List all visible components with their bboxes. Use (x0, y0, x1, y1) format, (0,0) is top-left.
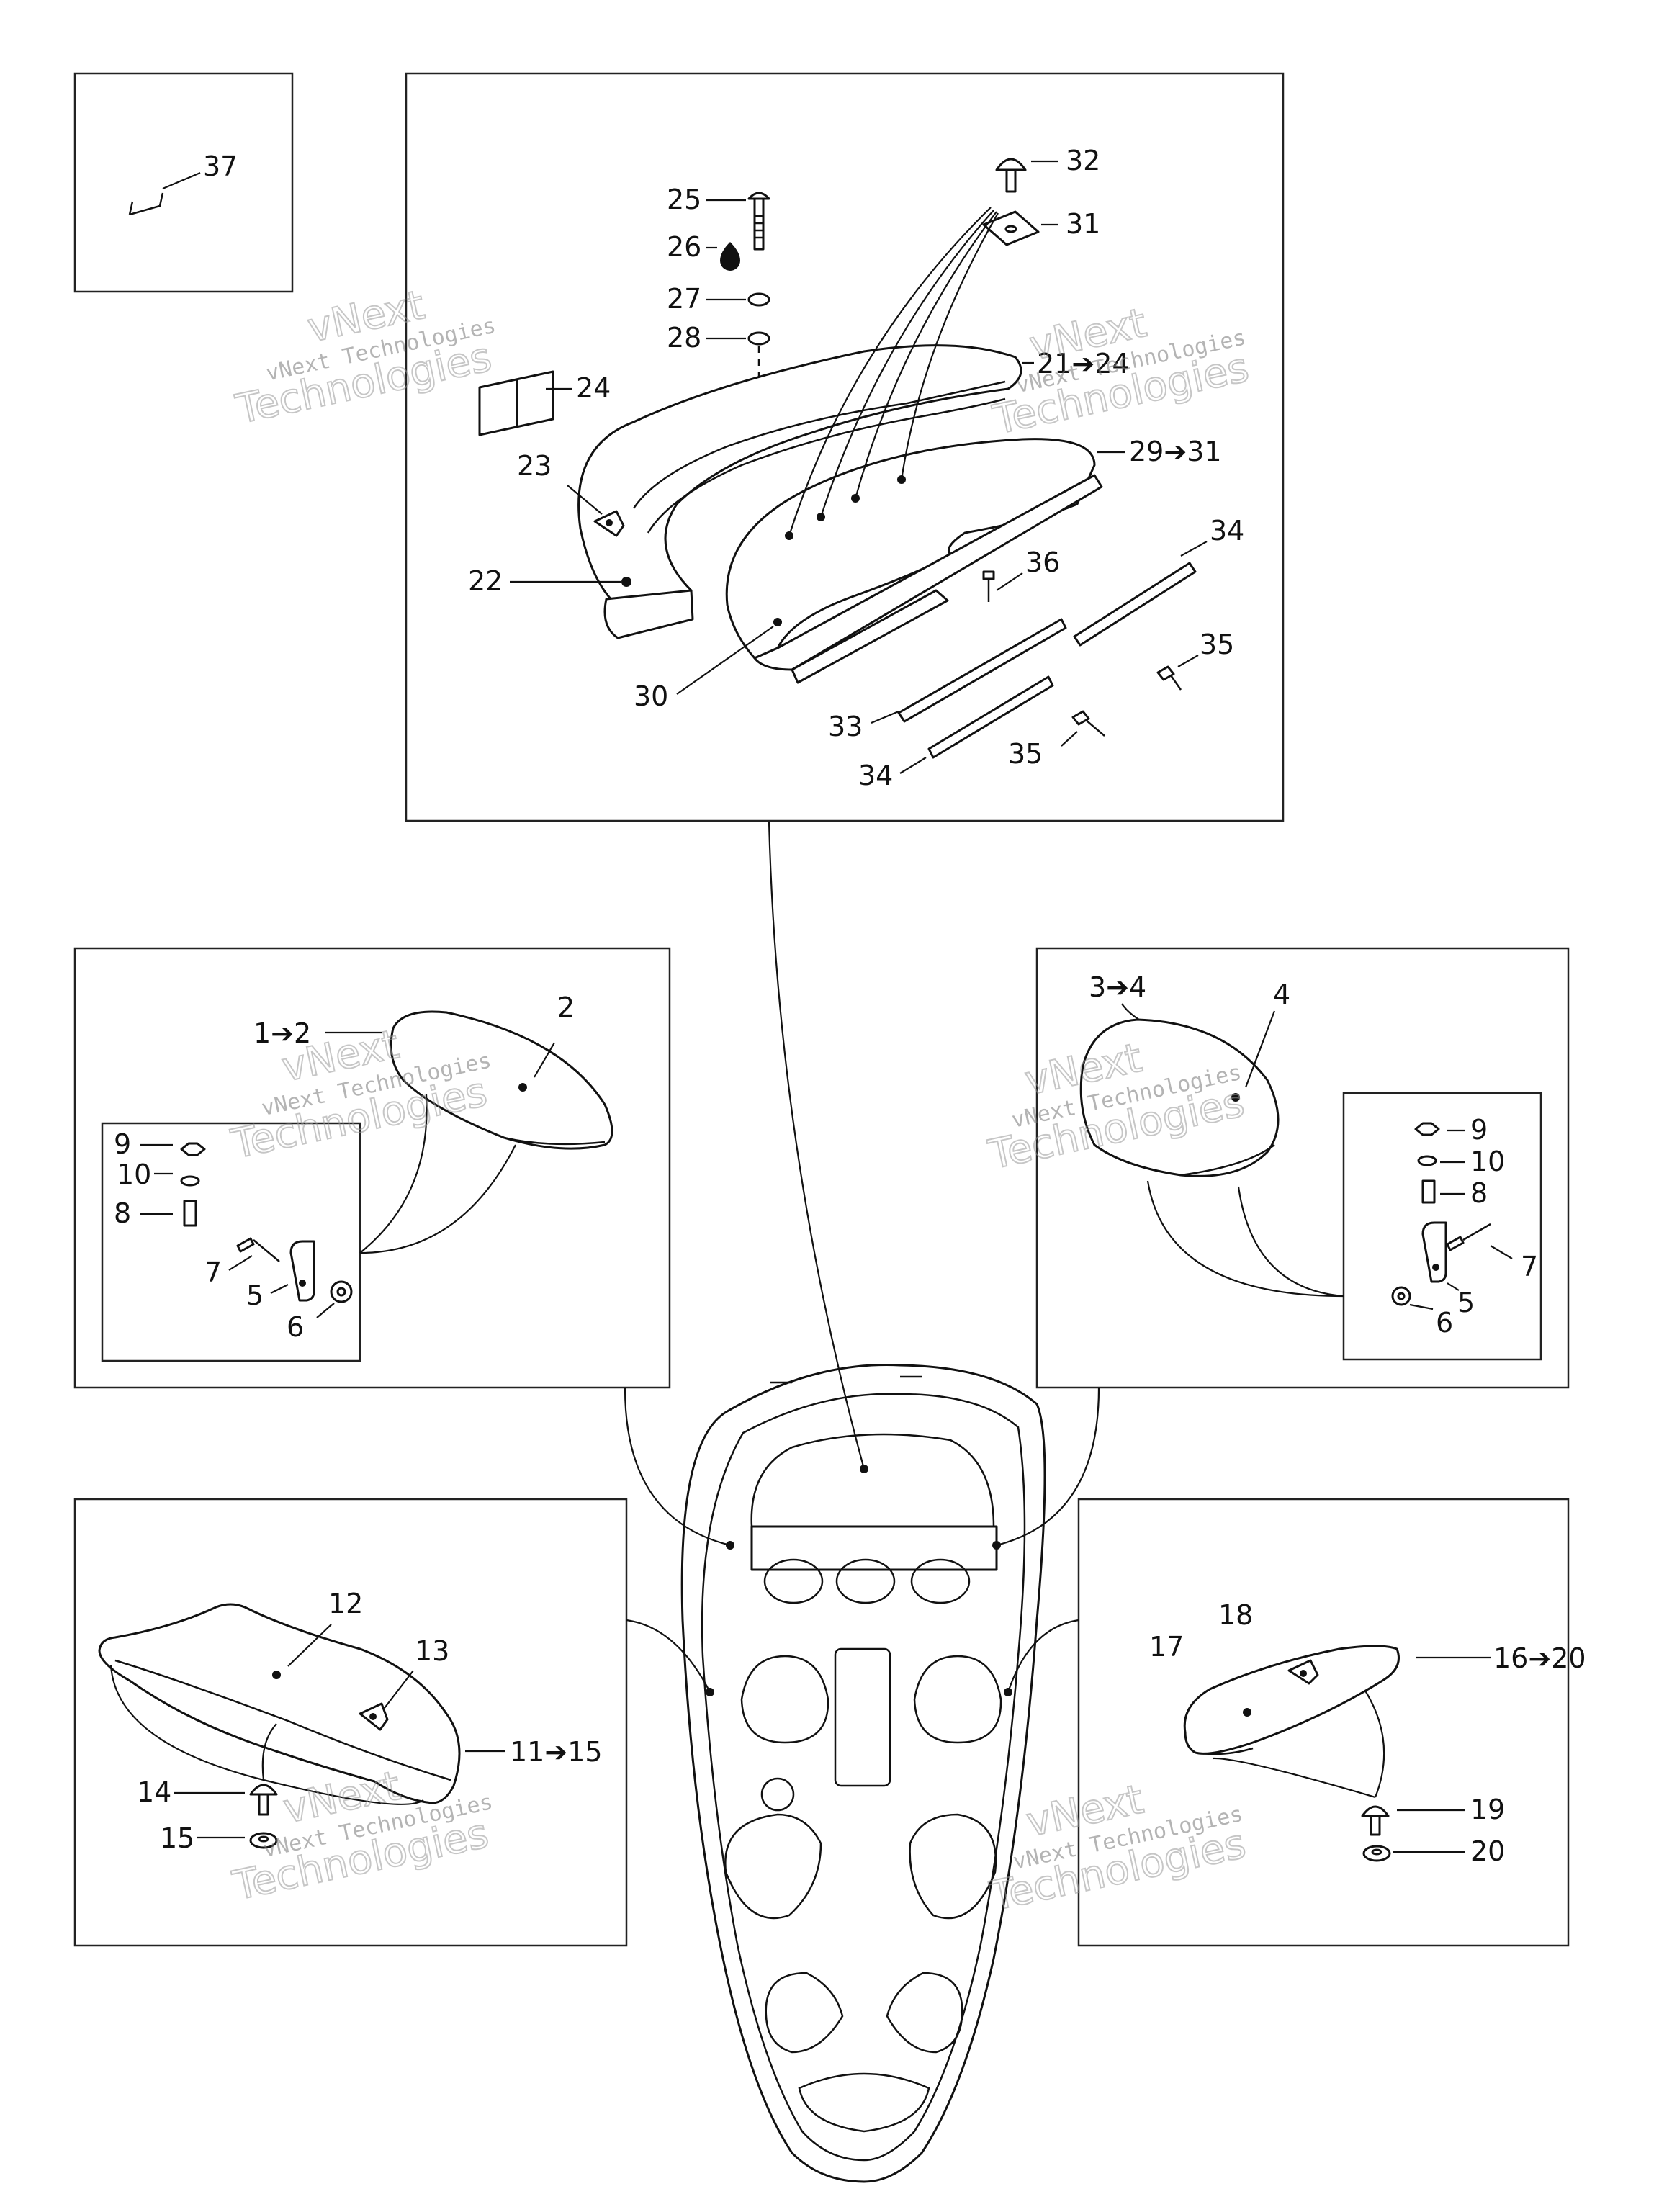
washer-15-icon (249, 1832, 278, 1849)
label-3-4: 3➔4 (1089, 971, 1146, 1003)
label-11-15: 11➔15 (510, 1736, 603, 1768)
label-26: 26 (667, 231, 701, 263)
seat-cushion-12 (98, 1603, 461, 1804)
label-25: 25 (667, 184, 701, 215)
label-9-left: 9 (114, 1128, 131, 1160)
strap-18-icon (1287, 1659, 1319, 1685)
clip-37-icon (128, 171, 201, 216)
washer-10a-icon (180, 1175, 200, 1187)
rivet-35a-icon (1156, 665, 1182, 691)
washer-20-icon (1362, 1845, 1391, 1862)
label-23: 23 (517, 450, 552, 482)
strip-33 (897, 618, 1067, 723)
frame-left-long-seat (73, 1498, 628, 1947)
washer-10b-icon (1417, 1155, 1437, 1166)
frame-right-small-seat (1077, 1498, 1570, 1947)
push-rivet-32-icon (995, 158, 1027, 193)
seat-cushion-17 (1183, 1645, 1400, 1755)
washer-6a-icon (330, 1280, 353, 1303)
label-22: 22 (468, 565, 503, 597)
plate-31-icon (982, 210, 1040, 246)
label-19: 19 (1470, 1794, 1505, 1825)
washer-27-icon (747, 292, 770, 307)
label-7-left: 7 (204, 1256, 222, 1288)
label-35-bottom: 35 (1008, 738, 1043, 770)
label-32: 32 (1066, 145, 1100, 176)
seat-cushion-30 (725, 438, 1103, 684)
frame-right-cushion (1035, 947, 1570, 1389)
strip-34-bottom (927, 675, 1054, 759)
washer-28-icon (747, 331, 770, 346)
label-5-left: 5 (246, 1280, 264, 1311)
stud-8a-icon (183, 1200, 197, 1227)
label-16-20: 16➔20 (1493, 1642, 1586, 1674)
stud-8b-icon (1421, 1179, 1436, 1204)
watermark-top-left: vNext vNext Technologies Technologies (231, 281, 498, 434)
strip-34-top (1073, 562, 1197, 647)
label-28: 28 (667, 322, 701, 354)
seat-frame-22 (577, 344, 1022, 639)
label-21-24: 21➔24 (1037, 348, 1130, 379)
bolt-25-icon (747, 192, 770, 251)
label-34-bottom: 34 (858, 760, 893, 791)
label-18: 18 (1218, 1599, 1253, 1631)
label-15: 15 (160, 1822, 194, 1854)
rivet-36-icon (982, 570, 995, 602)
clip-5b-icon (1421, 1221, 1447, 1283)
rivet-7a-icon (236, 1237, 280, 1262)
label-5-right: 5 (1457, 1287, 1475, 1318)
strap-23-icon (593, 510, 625, 537)
frame-part-37 (73, 72, 294, 293)
label-10-left: 10 (117, 1159, 151, 1190)
nut-9a-icon (180, 1142, 206, 1156)
label-35-top: 35 (1200, 629, 1234, 660)
frame-rear-seat (405, 72, 1285, 822)
cushion-2 (390, 1010, 613, 1150)
label-10-right: 10 (1470, 1146, 1505, 1177)
label-36: 36 (1025, 547, 1060, 578)
label-8-left: 8 (114, 1197, 131, 1229)
thread-lock-26-icon (720, 242, 740, 271)
label-12: 12 (328, 1588, 363, 1619)
nut-9b-icon (1414, 1122, 1440, 1136)
label-20: 20 (1470, 1835, 1505, 1867)
label-27: 27 (667, 283, 701, 315)
boat-hull-overview (680, 1364, 1046, 2183)
rivet-7b-icon (1446, 1223, 1491, 1251)
frame-left-cushion (73, 947, 671, 1389)
strap-13-icon (359, 1702, 389, 1731)
label-13: 13 (415, 1635, 449, 1667)
label-1-2: 1➔2 (253, 1017, 311, 1049)
rivet-35b-icon (1071, 710, 1105, 737)
label-9-right: 9 (1470, 1114, 1488, 1146)
push-rivet-19-icon (1361, 1805, 1390, 1836)
label-8-right: 8 (1470, 1177, 1488, 1209)
label-37: 37 (203, 150, 238, 182)
label-17: 17 (1149, 1631, 1184, 1663)
label-6-right: 6 (1436, 1307, 1453, 1339)
label-2: 2 (557, 992, 575, 1023)
label-34-top: 34 (1210, 515, 1244, 547)
label-4: 4 (1273, 979, 1290, 1010)
label-24: 24 (576, 372, 611, 404)
washer-6b-icon (1391, 1286, 1411, 1306)
label-33: 33 (828, 711, 863, 742)
watermark-bottom-left: vNext vNext Technologies Technologies (228, 1762, 495, 1911)
label-7-right: 7 (1521, 1251, 1538, 1282)
label-30: 30 (634, 680, 668, 712)
point-22 (621, 577, 631, 587)
frame-left-cushion-hardware (101, 1122, 361, 1362)
frame-right-cushion-hardware (1342, 1092, 1542, 1361)
label-31: 31 (1066, 208, 1100, 240)
decal-24-icon (478, 370, 554, 436)
label-14: 14 (137, 1776, 171, 1808)
label-29-31: 29➔31 (1129, 436, 1222, 467)
clip-5a-icon (289, 1240, 315, 1302)
label-6-left: 6 (287, 1311, 304, 1343)
push-rivet-14-icon (249, 1784, 278, 1816)
